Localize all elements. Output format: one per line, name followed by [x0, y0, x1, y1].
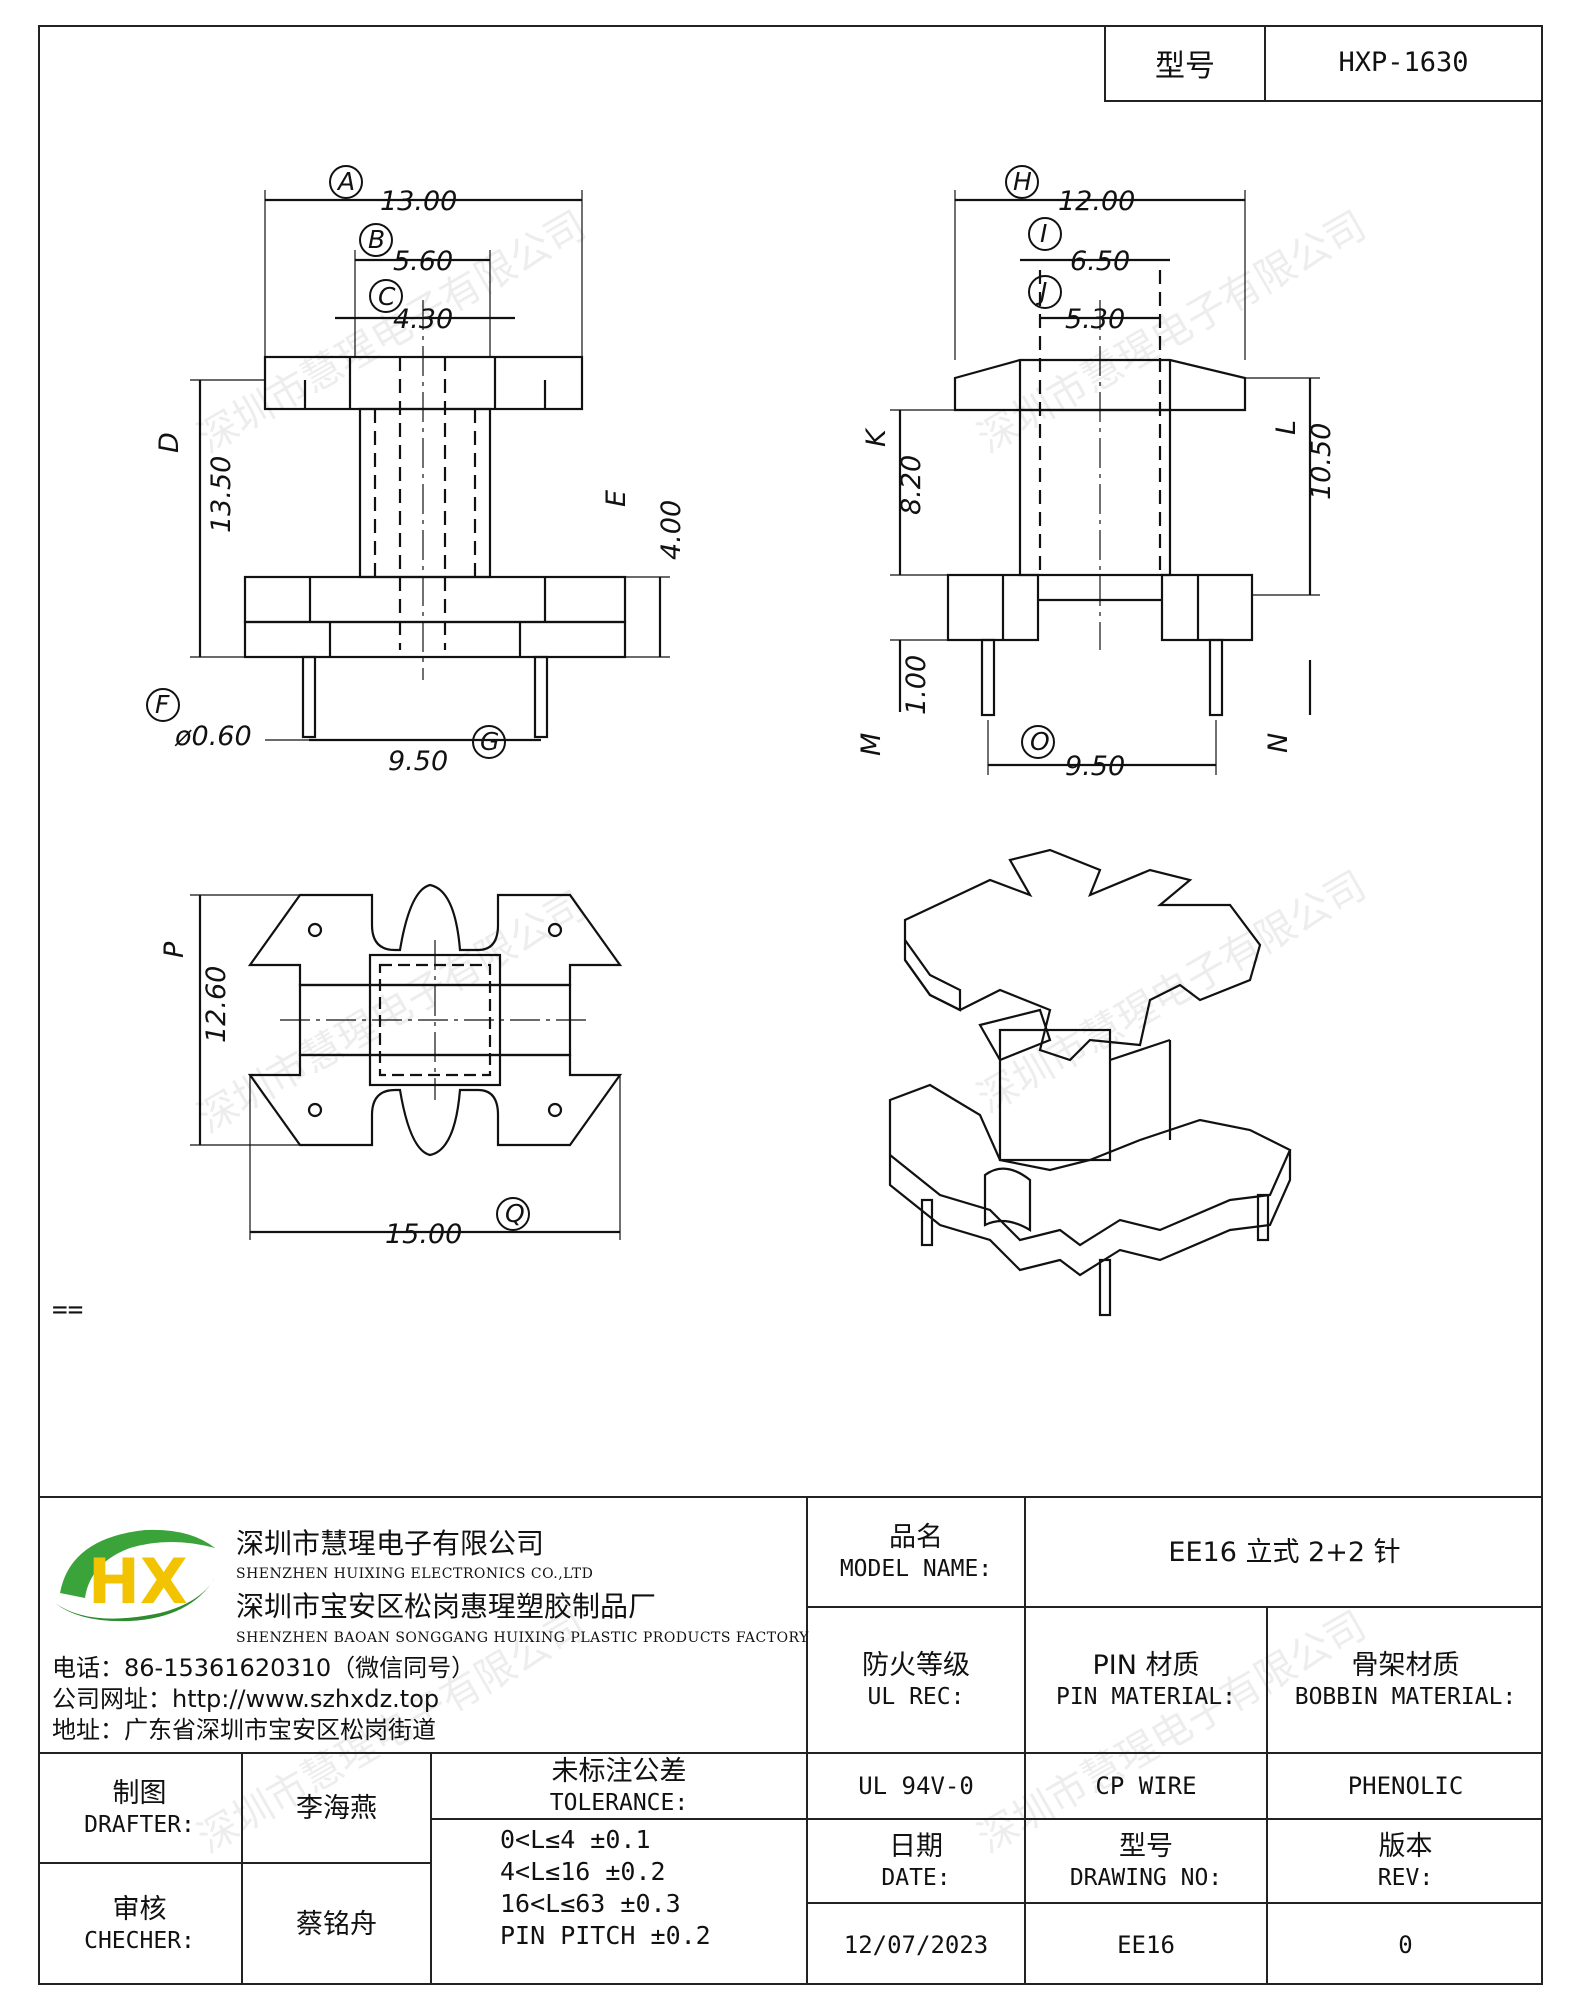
label-A: A [336, 167, 355, 196]
dim-F: ø0.60 [174, 721, 252, 752]
label-M: M [856, 733, 887, 756]
label-B: B [368, 225, 385, 254]
company-logo: HX [55, 1529, 215, 1622]
dim-K: 8.20 [896, 455, 927, 515]
dimension-labels: A 13.00 B 5.60 C 4.30 D 13.50 E 4.00 F ø… [146, 165, 1337, 1250]
dim-D: 13.50 [206, 456, 237, 533]
label-Q: Q [505, 1199, 525, 1228]
company-en-2: SHENZHEN BAOAN SONGGANG HUIXING PLASTIC … [236, 1630, 809, 1646]
dim-E: 4.00 [656, 500, 687, 560]
tolerance-list: 0<L≤4 ±0.1 4<L≤16 ±0.2 16<L≤63 ±0.3 PIN … [500, 1824, 711, 1952]
label-I: I [1040, 219, 1047, 248]
tolerance-row: 4<L≤16 ±0.2 [500, 1857, 666, 1886]
drafter-name: 李海燕 [296, 1792, 377, 1824]
label-J: J [1035, 277, 1047, 306]
website: 公司网址：http://www.szhxdz.top [52, 1685, 440, 1713]
checker-label: 审核 CHECHER: [84, 1894, 195, 1954]
model-label: 型号 [1106, 25, 1266, 100]
drawing-frame [38, 25, 1543, 1985]
tolerance-row: 0<L≤4 ±0.1 [500, 1825, 651, 1854]
dim-C: 4.30 [393, 304, 453, 335]
dim-H: 12.00 [1058, 186, 1135, 217]
label-H: H [1013, 167, 1032, 196]
top-view [190, 883, 623, 1240]
label-O: O [1030, 727, 1050, 756]
pin-material-label: PIN 材质 PIN MATERIAL: [1055, 1649, 1236, 1710]
phone: 电话：86-15361620310（微信同号） [52, 1654, 476, 1682]
date-value: 12/07/2023 [843, 1930, 989, 1959]
pin-value: CP WIRE [1095, 1772, 1197, 1800]
label-G: G [480, 727, 499, 756]
label-P: P [159, 941, 190, 958]
label-E: E [601, 490, 632, 507]
dim-A: 13.00 [380, 186, 457, 217]
dim-B: 5.60 [393, 246, 453, 277]
technical-drawing: A 13.00 B 5.60 C 4.30 D 13.50 E 4.00 F ø… [146, 165, 1337, 1317]
side-view [890, 190, 1320, 775]
checker-name: 蔡铭舟 [296, 1909, 377, 1940]
tolerance-row: 16<L≤63 ±0.3 [500, 1889, 681, 1918]
company-name-2: 深圳市宝安区松岗惠瑆塑胶制品厂 [236, 1590, 657, 1623]
rev-value: 0 [1398, 1930, 1413, 1959]
isometric-view [888, 848, 1292, 1317]
drawing-no-value: EE16 [1117, 1930, 1175, 1959]
drafter-label: 制图 DRAFTER: [84, 1777, 195, 1838]
dim-Q: 15.00 [385, 1219, 462, 1250]
ul-rec-label: 防火等级 UL REC: [862, 1649, 970, 1710]
label-N: N [1263, 733, 1294, 753]
label-L: L [1271, 420, 1302, 435]
dim-O: 9.50 [1065, 751, 1125, 782]
label-K: K [861, 427, 892, 447]
label-C-front: C [378, 282, 396, 311]
drawing-no-label: 型号 DRAWING NO: [1069, 1830, 1223, 1891]
dim-P: 12.60 [201, 966, 232, 1043]
front-view [190, 190, 670, 742]
bobbin-value: PHENOLIC [1347, 1772, 1464, 1800]
company-en-1: SHENZHEN HUIXING ELECTRONICS CO.,LTD [236, 1566, 594, 1582]
dim-M: 1.00 [901, 655, 932, 715]
model-name-value: EE16 立式 2+2 针 [1168, 1536, 1401, 1568]
logo-text: HX [88, 1545, 188, 1618]
rev-label: 版本 REV: [1377, 1830, 1434, 1891]
label-D: D [154, 432, 185, 453]
bobbin-material-label: 骨架材质 BOBBIN MATERIAL: [1294, 1649, 1517, 1710]
dim-I: 6.50 [1070, 246, 1130, 277]
date-label: 日期 DATE: [881, 1830, 951, 1891]
tolerance-row: PIN PITCH ±0.2 [500, 1921, 711, 1950]
company-name-1: 深圳市慧瑆电子有限公司 [236, 1527, 545, 1560]
dim-G: 9.50 [388, 746, 448, 777]
dim-L: 10.50 [1306, 423, 1337, 500]
model-header: 型号 HXP-1630 [1104, 25, 1543, 102]
tolerance-label: 未标注公差 TOLERANCE: [549, 1755, 689, 1816]
model-value: HXP-1630 [1338, 47, 1469, 78]
model-name-label: 品名 MODEL NAME: [839, 1521, 993, 1582]
address: 地址：广东省深圳市宝安区松岗街道 [52, 1716, 436, 1744]
dim-J: 5.30 [1065, 304, 1125, 335]
label-F: F [155, 690, 170, 719]
ul-value: UL 94V-0 [858, 1772, 974, 1800]
marker-text: == [52, 1295, 84, 1325]
